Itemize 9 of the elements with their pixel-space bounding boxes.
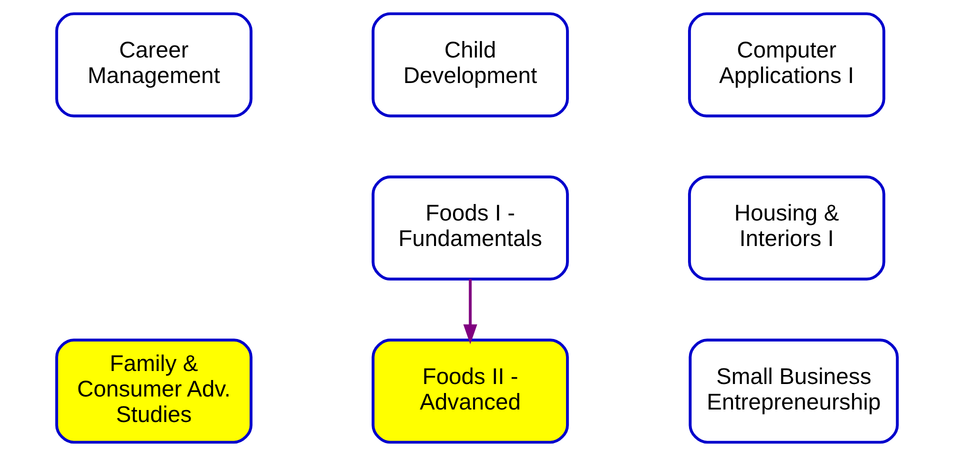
- arrow: [463, 279, 478, 344]
- node-box: Foods II - Advanced: [372, 338, 569, 444]
- node-box: Family & Consumer Adv. Studies: [55, 338, 252, 444]
- node-box: Career Management: [55, 12, 252, 118]
- node-box: Small Business Entrepreneurship: [688, 338, 899, 444]
- node-box: Child Development: [372, 12, 569, 118]
- node-box: Housing & Interiors I: [688, 176, 886, 280]
- node-box: Computer Applications I: [688, 12, 886, 118]
- node-box: Foods I - Fundamentals: [372, 176, 569, 280]
